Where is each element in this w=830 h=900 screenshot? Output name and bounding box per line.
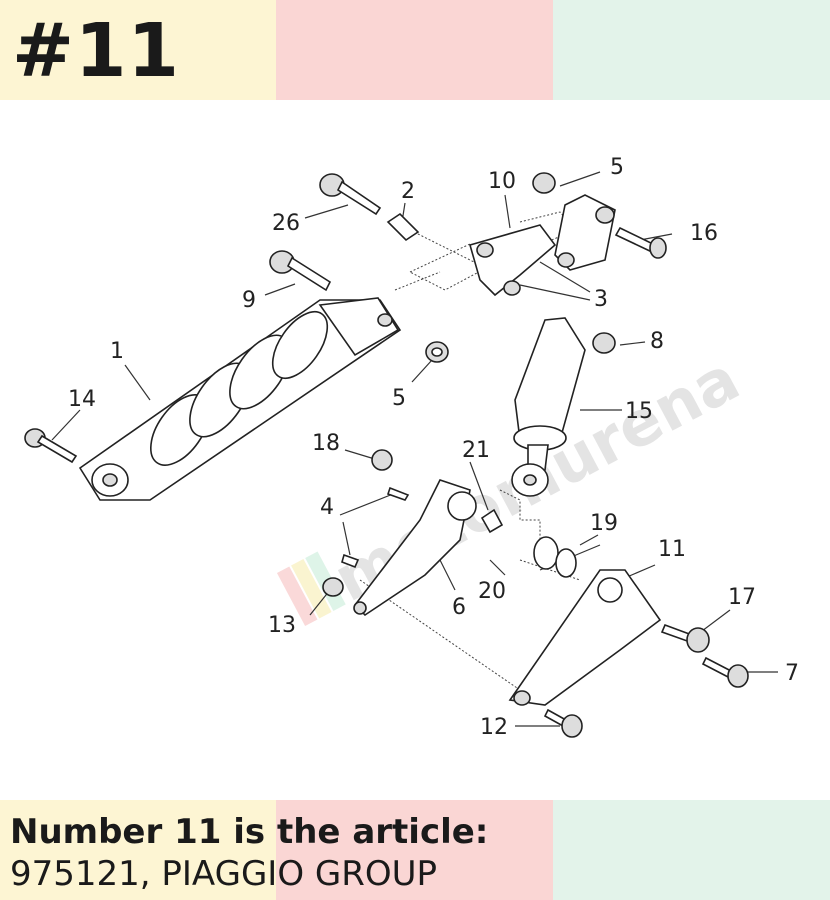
- part-bolt-16: [614, 226, 667, 259]
- callout-13: 13: [268, 613, 296, 638]
- part-spacer-21: [480, 508, 504, 534]
- part-bolt-26: [319, 173, 382, 216]
- callout-18: 18: [312, 431, 340, 456]
- callout-9: 9: [242, 288, 256, 313]
- part-bolt-17: [660, 623, 710, 653]
- header-band-green: [553, 0, 830, 100]
- callout-3: 3: [594, 287, 608, 312]
- page-title: #11: [12, 8, 180, 94]
- header-band: [0, 0, 830, 100]
- callout-12: 12: [480, 715, 508, 740]
- article-caption: Number 11 is the article: 975121, PIAGGI…: [10, 810, 488, 894]
- part-washers-19-20: [533, 536, 577, 578]
- part-bolt-14: [24, 428, 78, 464]
- part-nut-5-top: [532, 172, 556, 194]
- part-bolt-9: [269, 250, 332, 292]
- caption-band-green: [553, 800, 830, 900]
- part-spacer-2: [386, 212, 420, 242]
- callout-14: 14: [68, 387, 96, 412]
- watermark-logo: motomurena: [276, 342, 751, 627]
- callout-8: 8: [650, 329, 664, 354]
- callout-4: 4: [320, 495, 334, 520]
- callout-21: 21: [462, 438, 490, 463]
- callout-labels: 1 2 3 4 5 5 6 7 8 9 10 11 12 13 14 15 16…: [68, 155, 799, 740]
- part-bracket-10: [469, 224, 557, 297]
- callout-10: 10: [488, 169, 516, 194]
- header-band-pink: [276, 0, 553, 100]
- callout-5-left: 5: [392, 386, 406, 411]
- caption-band: [0, 800, 830, 900]
- callout-1: 1: [110, 339, 124, 364]
- callout-16: 16: [690, 221, 718, 246]
- part-nut-13: [322, 577, 344, 597]
- caption-band-yellow: [0, 800, 276, 900]
- part-nut-5-left: [425, 341, 449, 363]
- callout-17: 17: [728, 585, 756, 610]
- part-bracket-6: [353, 479, 477, 617]
- part-nut-8: [592, 332, 616, 354]
- callout-20: 20: [478, 579, 506, 604]
- callout-2: 2: [401, 179, 415, 204]
- part-shock-damper-15: [511, 317, 586, 497]
- part-bolt-4: [386, 486, 410, 501]
- callout-6: 6: [452, 595, 466, 620]
- caption-article-number: 975121, PIAGGIO GROUP: [10, 854, 438, 894]
- exploded-parts-diagram: motomurena: [24, 155, 799, 740]
- part-bolt-12: [543, 708, 583, 738]
- callout-11: 11: [658, 537, 686, 562]
- part-bolt-4b: [341, 553, 360, 569]
- part-washer-18: [371, 449, 393, 471]
- callout-7: 7: [785, 661, 799, 686]
- caption-heading: Number 11 is the article:: [10, 812, 489, 852]
- part-shock-absorber-1: [78, 297, 402, 501]
- caption-band-pink: [276, 800, 553, 900]
- callout-15: 15: [625, 399, 653, 424]
- callout-5-top: 5: [610, 155, 624, 180]
- callout-26: 26: [272, 211, 300, 236]
- callout-19: 19: [590, 511, 618, 536]
- part-link-plate: [554, 194, 616, 271]
- header-band-yellow: [0, 0, 276, 100]
- part-bracket-11: [508, 569, 662, 706]
- part-bolt-7: [701, 656, 749, 688]
